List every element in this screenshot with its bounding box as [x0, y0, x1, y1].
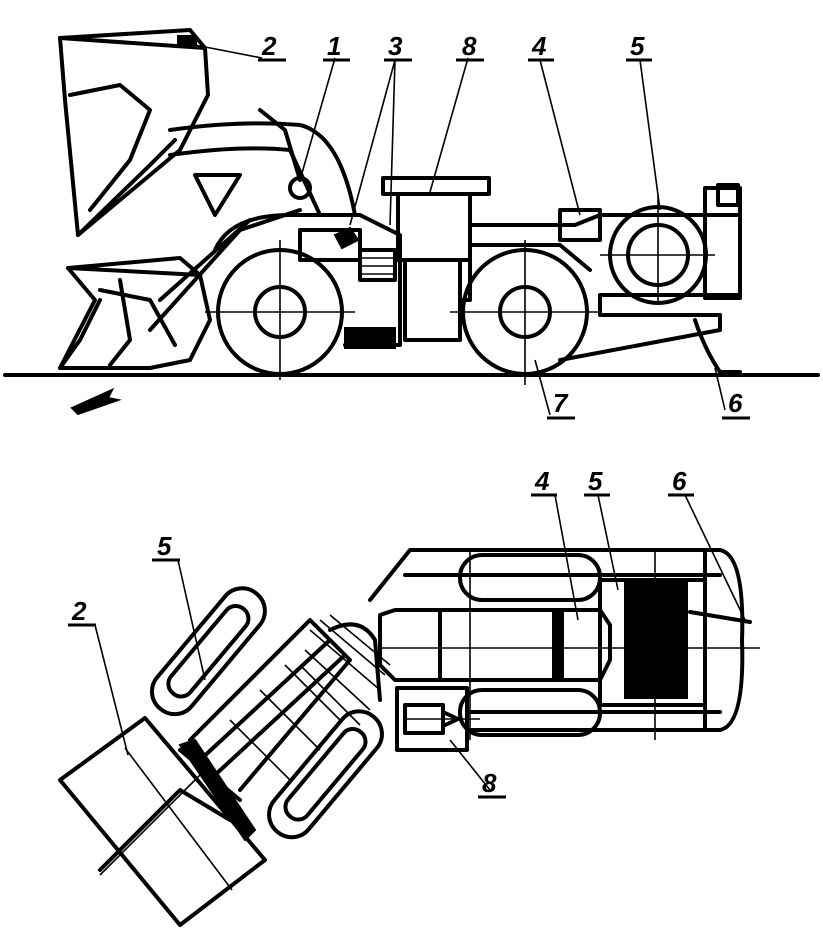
top-label-4: 4 [534, 466, 550, 496]
top-articulation [299, 614, 391, 726]
label-3: 3 [388, 31, 403, 61]
cable-drum [600, 195, 715, 305]
top-label-2: 2 [71, 596, 87, 626]
top-bucket [58, 716, 267, 927]
bucket-raised [58, 28, 210, 237]
top-label-5b: 5 [157, 531, 172, 561]
label-6: 6 [728, 388, 743, 418]
top-cable-drum [598, 578, 707, 707]
top-engine [378, 608, 612, 682]
top-rear-frame [368, 548, 745, 732]
top-view: 4 5 6 5 2 8 [58, 466, 760, 927]
side-view: 2 1 3 8 4 5 7 6 [3, 28, 820, 420]
direction-arrow-icon [70, 387, 122, 416]
top-cab [395, 686, 480, 752]
label-1: 1 [327, 31, 341, 61]
top-leader-lines [94, 494, 746, 791]
top-label-6: 6 [672, 466, 687, 496]
rear-stabilizer [693, 318, 742, 374]
top-label-5a: 5 [588, 466, 603, 496]
label-2: 2 [261, 31, 277, 61]
rear-frame [468, 183, 742, 362]
front-frame [213, 213, 402, 349]
top-front-wheels [149, 586, 267, 717]
rear-wheel [450, 240, 600, 385]
top-stabilizer [688, 610, 752, 624]
label-4: 4 [531, 31, 547, 61]
top-labels: 4 5 6 5 2 8 [68, 466, 694, 799]
label-7: 7 [553, 388, 569, 418]
top-front-wheels-2 [267, 709, 384, 840]
top-rear-wheels [458, 553, 602, 737]
top-label-8: 8 [482, 768, 497, 798]
front-wheel [205, 240, 355, 380]
boom-arm [148, 108, 357, 332]
side-leader-lines [194, 44, 726, 416]
label-5: 5 [630, 31, 645, 61]
bucket-lowered [58, 256, 212, 370]
label-8: 8 [462, 31, 477, 61]
side-labels: 2 1 3 8 4 5 7 6 [258, 31, 750, 420]
